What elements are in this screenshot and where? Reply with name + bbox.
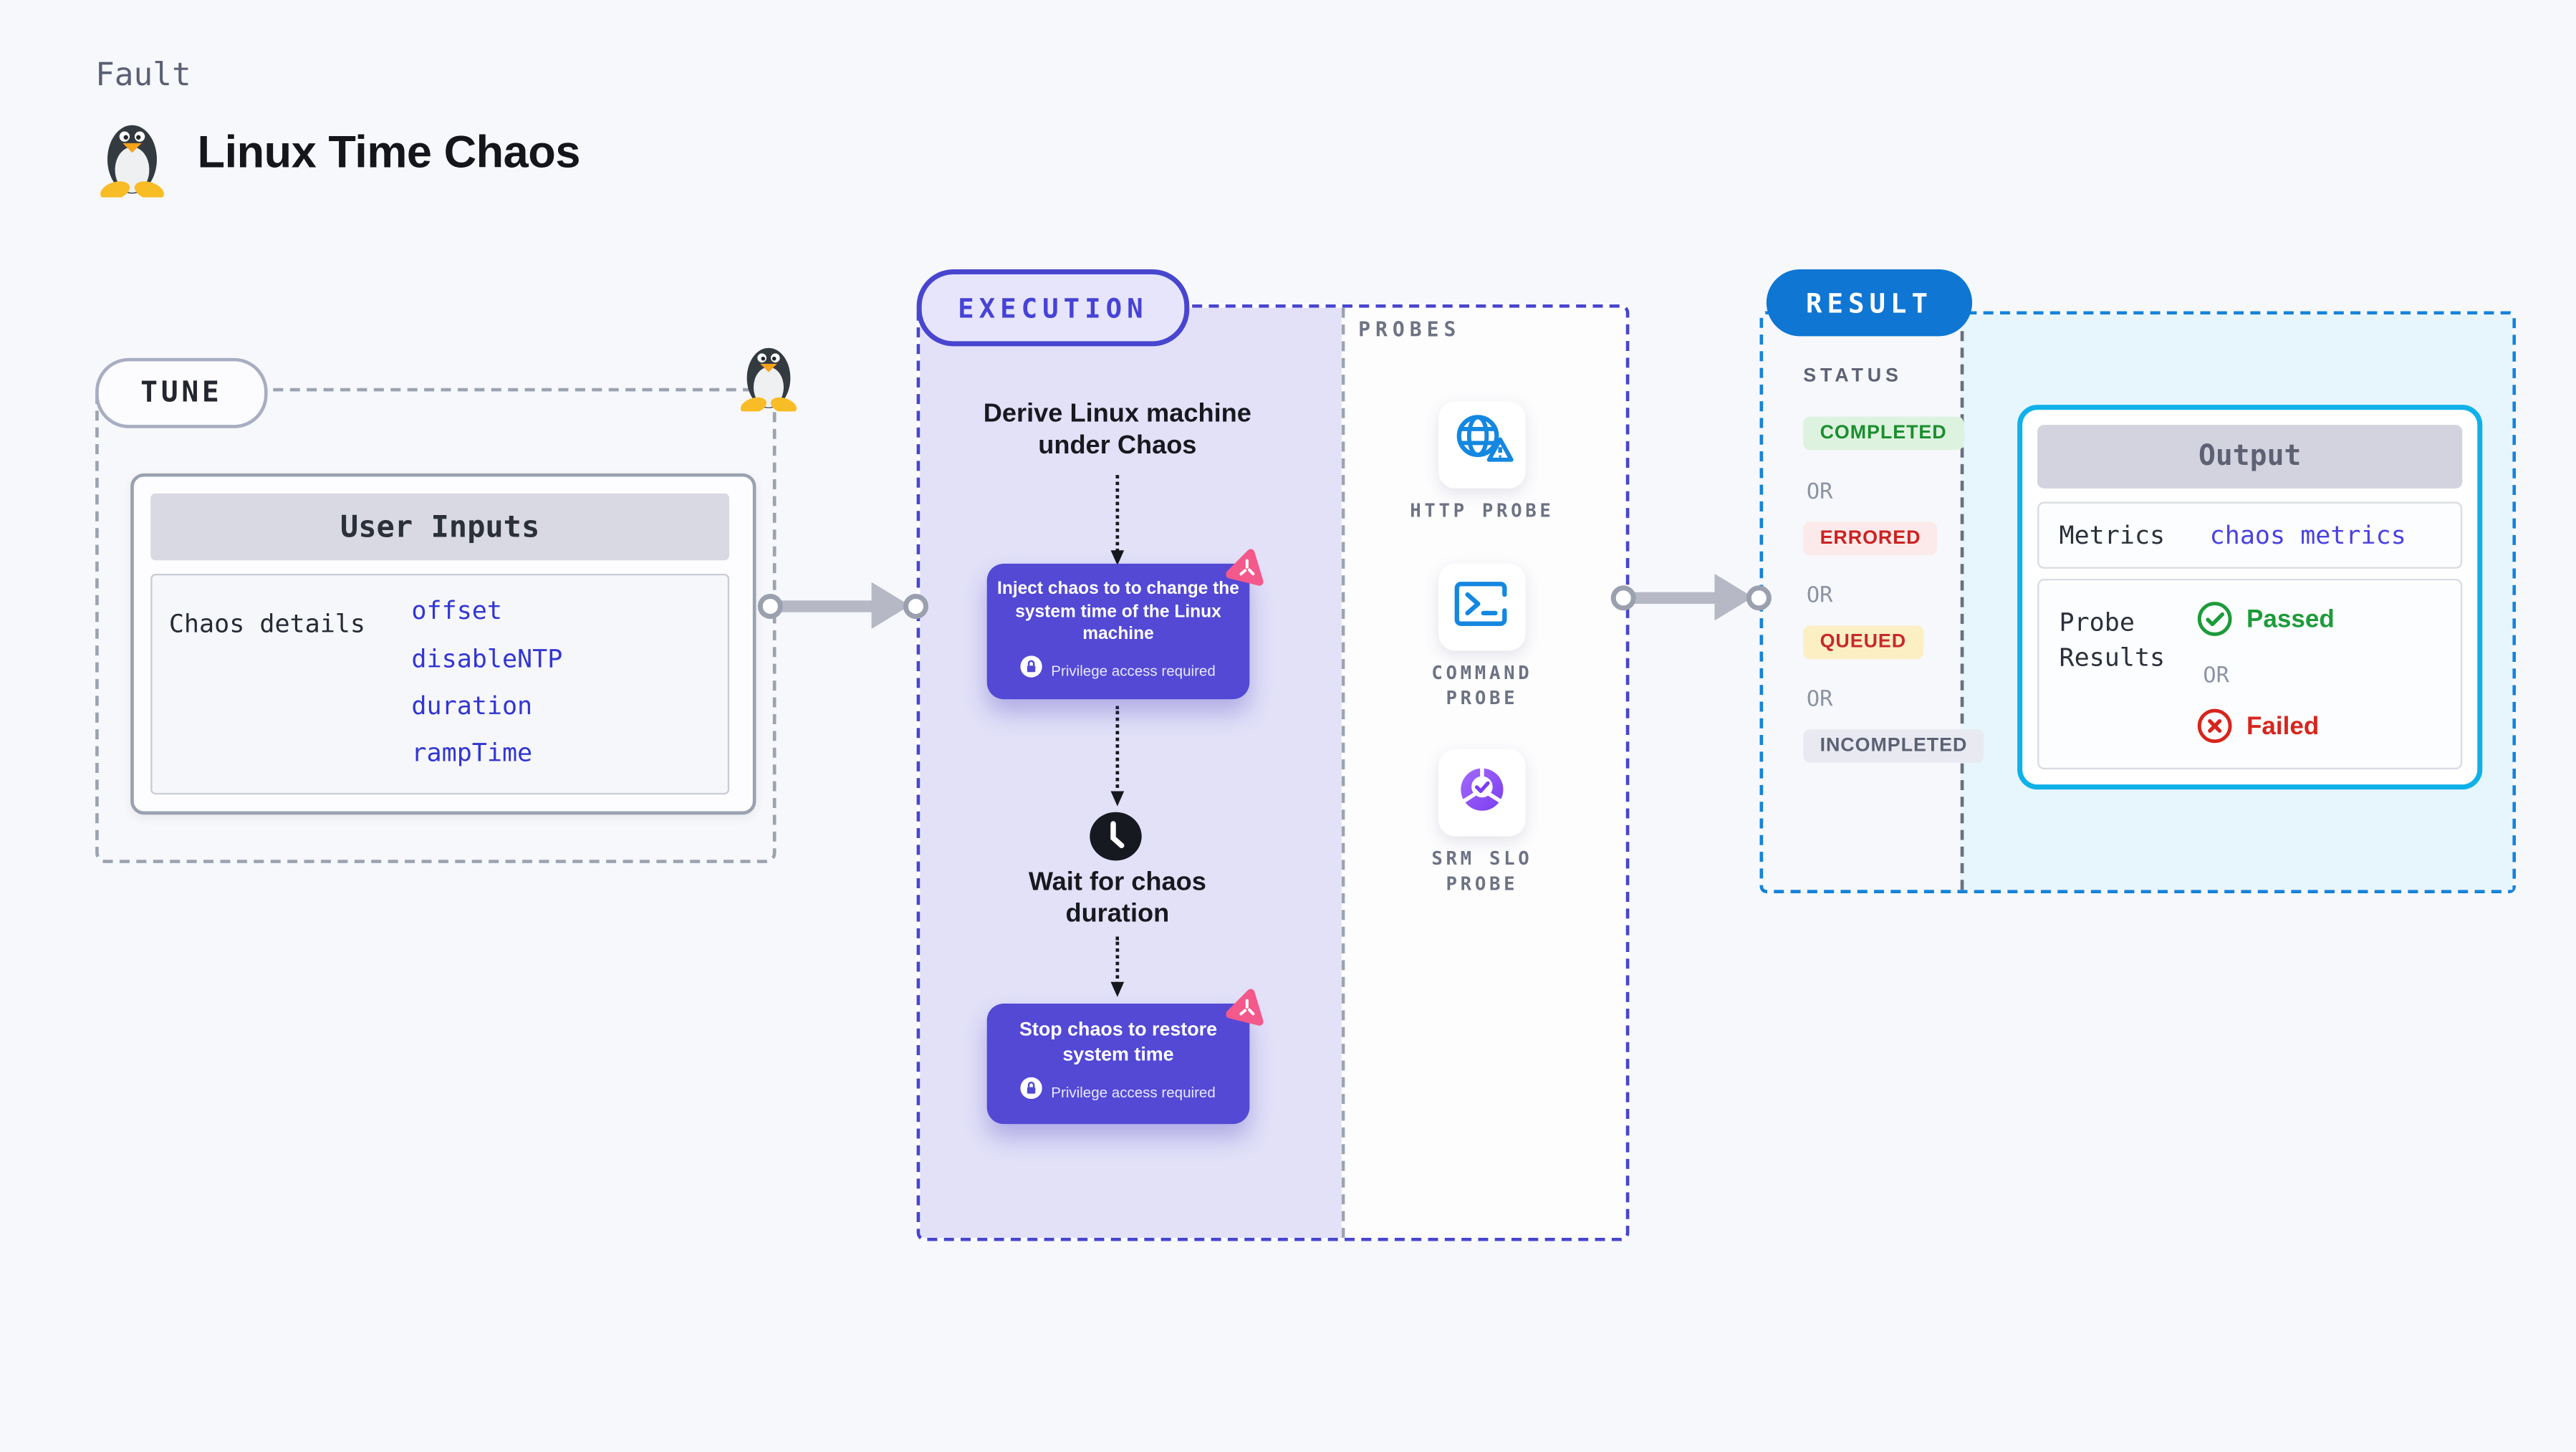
command-probe-card [1438, 563, 1526, 651]
http-probe-label: HTTP PROBE [1410, 500, 1554, 522]
globe-alert-icon [1448, 408, 1515, 483]
execution-badge: EXECUTION [916, 269, 1190, 347]
metrics-row: Metrics chaos metrics [2037, 501, 2463, 569]
metrics-label: Metrics [2059, 520, 2166, 551]
tune-panel [95, 388, 777, 863]
chaos-logo-icon [1225, 987, 1268, 1029]
arrow-line [1634, 591, 1716, 603]
privilege-text: Privilege access required [1051, 661, 1216, 678]
page-title: Linux Time Chaos [197, 127, 581, 178]
http-probe-card [1438, 401, 1526, 489]
clock-icon [1089, 812, 1143, 862]
inject-chaos-step: Inject chaos to to change the system tim… [986, 549, 1264, 698]
arrow-end-node [1746, 585, 1772, 610]
output-card-title: Output [2037, 425, 2463, 489]
privilege-row: Privilege access required [995, 1077, 1241, 1107]
or-separator: OR [1806, 583, 1833, 609]
srm-slo-probe-label: SRM SLO PROBE [1431, 847, 1533, 895]
stop-step-text: Stop chaos to restore system time [1019, 1020, 1218, 1066]
status-section-label: STATUS [1803, 366, 1903, 387]
lock-icon [1021, 655, 1043, 685]
or-separator: OR [2203, 664, 2229, 690]
tux-penguin-small-icon [738, 338, 799, 414]
output-card: Output Metrics chaos metrics Probe Resul… [2017, 405, 2483, 790]
input-duration: duration [411, 691, 533, 721]
command-probe-label: COMMAND PROBE [1431, 662, 1533, 710]
input-offset: offset [411, 595, 502, 626]
tux-penguin-icon [97, 114, 167, 201]
stop-chaos-step: Stop chaos to restore system time Privil… [986, 989, 1264, 1125]
arrow-end-node [903, 592, 928, 618]
status-badge-queued: QUEUED [1803, 625, 1923, 660]
srm-slo-probe-card [1438, 749, 1526, 837]
input-ramptime: rampTime [411, 737, 533, 768]
status-badge-errored: ERRORED [1803, 521, 1938, 556]
chaos-details-label: Chaos details [168, 608, 366, 640]
probe-results-label: Probe Results [2059, 607, 2166, 673]
user-inputs-title: User Inputs [150, 493, 730, 561]
input-disablentp: disableNTP [411, 644, 563, 675]
x-circle-icon [2196, 708, 2233, 744]
fault-eyebrow-label: Fault [95, 57, 191, 94]
or-separator: OR [1806, 687, 1833, 713]
lock-icon [1021, 1077, 1043, 1107]
wait-step-text: Wait for chaos duration [1028, 867, 1206, 928]
arrow-start-node [757, 592, 783, 618]
user-inputs-card: User Inputs Chaos details offset disable… [130, 473, 756, 815]
terminal-icon [1451, 576, 1514, 638]
privilege-row: Privilege access required [995, 655, 1241, 685]
user-inputs-body: Chaos details offset disableNTP duration… [150, 573, 730, 795]
passed-label: Passed [2246, 605, 2335, 635]
probe-results-row: Probe Results Passed OR Failed [2037, 578, 2463, 770]
flow-arrow-1 [1110, 475, 1125, 566]
tune-badge: TUNE [95, 357, 268, 428]
or-separator: OR [1806, 480, 1833, 506]
chaos-logo-icon [1225, 547, 1268, 589]
probes-section-label: PROBES [1358, 317, 1461, 342]
status-badge-completed: COMPLETED [1803, 416, 1964, 451]
privilege-text: Privilege access required [1051, 1084, 1216, 1101]
derive-step-text: Derive Linux machine under Chaos [983, 400, 1251, 461]
metrics-value-link: chaos metrics [2209, 520, 2406, 551]
failed-label: Failed [2246, 712, 2320, 741]
check-circle-icon [2196, 600, 2233, 637]
arrow-line [781, 600, 873, 612]
slo-pie-check-icon [1451, 757, 1514, 829]
flow-arrow-3 [1110, 936, 1125, 997]
inject-step-text: Inject chaos to to change the system tim… [997, 578, 1239, 645]
result-badge: RESULT [1766, 269, 1973, 337]
arrow-start-node [1610, 585, 1636, 610]
flow-arrow-2 [1110, 706, 1125, 807]
status-badge-incompleted: INCOMPLETED [1803, 729, 1984, 763]
